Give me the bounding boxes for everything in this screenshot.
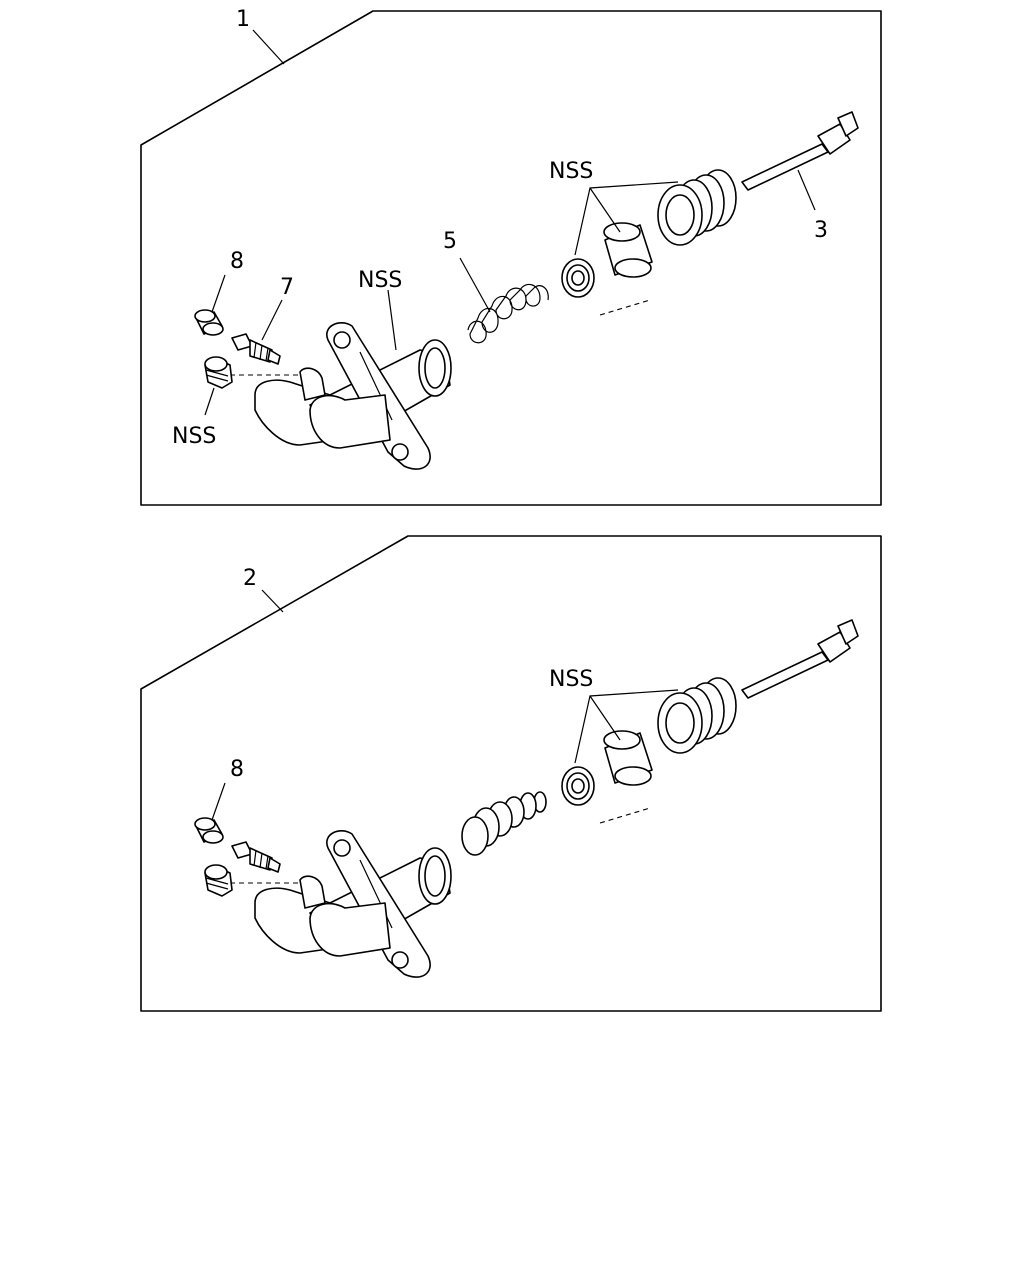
panel-1: 1 NSS 3 5 8 7 NSS NSS — [140, 7, 882, 506]
label-dust-cap: 8 — [230, 249, 244, 274]
label-push-rod: 3 — [814, 218, 828, 243]
panel-2-callout: 2 — [243, 566, 257, 591]
panel-2: 2 NSS 8 — [140, 535, 882, 1012]
bellows-boot-part — [461, 791, 547, 856]
label-nss-body: NSS — [358, 268, 402, 293]
label-nss-piston-2: NSS — [549, 667, 593, 692]
panel-1-callout: 1 — [236, 7, 250, 32]
label-spring: 5 — [443, 229, 457, 254]
label-bleeder: 7 — [280, 275, 294, 300]
label-dust-cap-2: 8 — [230, 757, 244, 782]
label-nss-piston: NSS — [549, 159, 593, 184]
spring-part — [467, 283, 549, 344]
label-nss-plug: NSS — [172, 424, 216, 449]
